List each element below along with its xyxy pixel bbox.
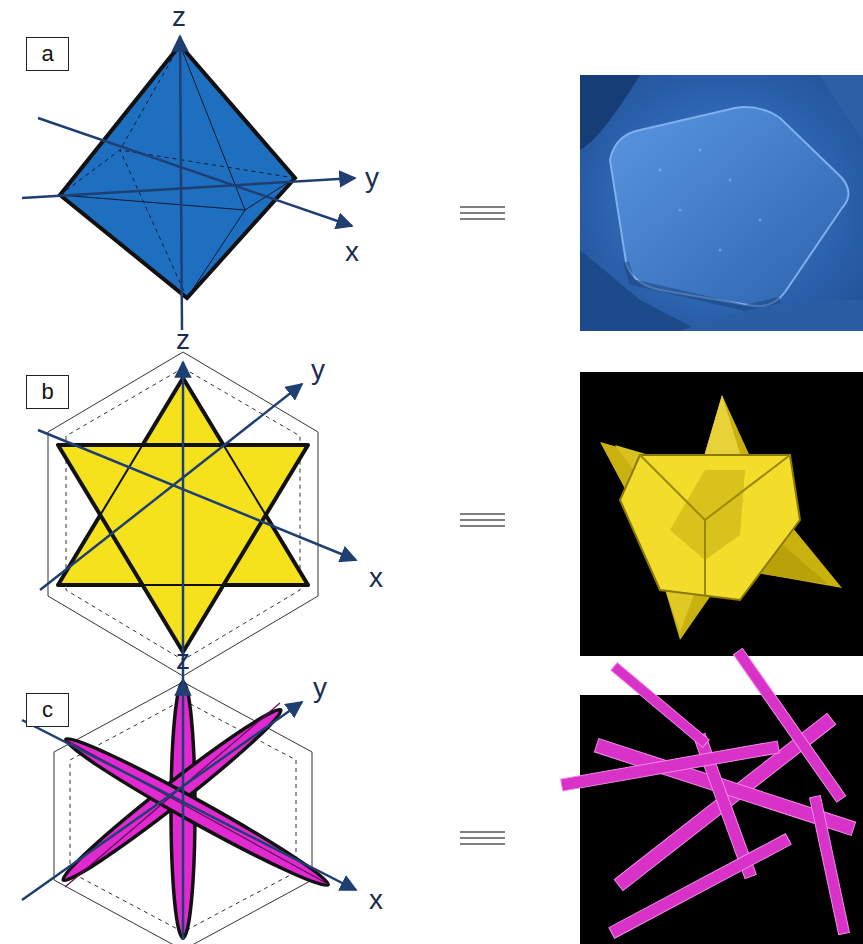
needle-schematic xyxy=(22,680,356,944)
equivalence-symbol xyxy=(460,207,505,844)
axis-label: z xyxy=(172,3,186,31)
panel-letter-box: b xyxy=(26,375,69,409)
blue-micrograph xyxy=(580,75,863,331)
yellow-micrograph xyxy=(580,372,863,656)
axis-label: x xyxy=(345,238,359,266)
axis-label: y xyxy=(311,356,325,384)
star-schematic xyxy=(38,352,356,695)
axis-label: x xyxy=(369,564,383,592)
panel-letter: a xyxy=(41,43,53,65)
axis-label: y xyxy=(313,674,327,702)
octahedron-schematic xyxy=(22,36,355,330)
axis-label: y xyxy=(365,164,379,192)
magenta-micrograph xyxy=(561,648,863,944)
axis-label: z xyxy=(176,326,190,354)
panel-letter-box: a xyxy=(26,37,69,71)
axis-label: x xyxy=(369,886,383,914)
panel-letter: b xyxy=(41,381,53,403)
panel-letter: c xyxy=(42,699,53,721)
axis-label: z xyxy=(176,646,190,674)
panel-letter-box: c xyxy=(26,693,69,727)
